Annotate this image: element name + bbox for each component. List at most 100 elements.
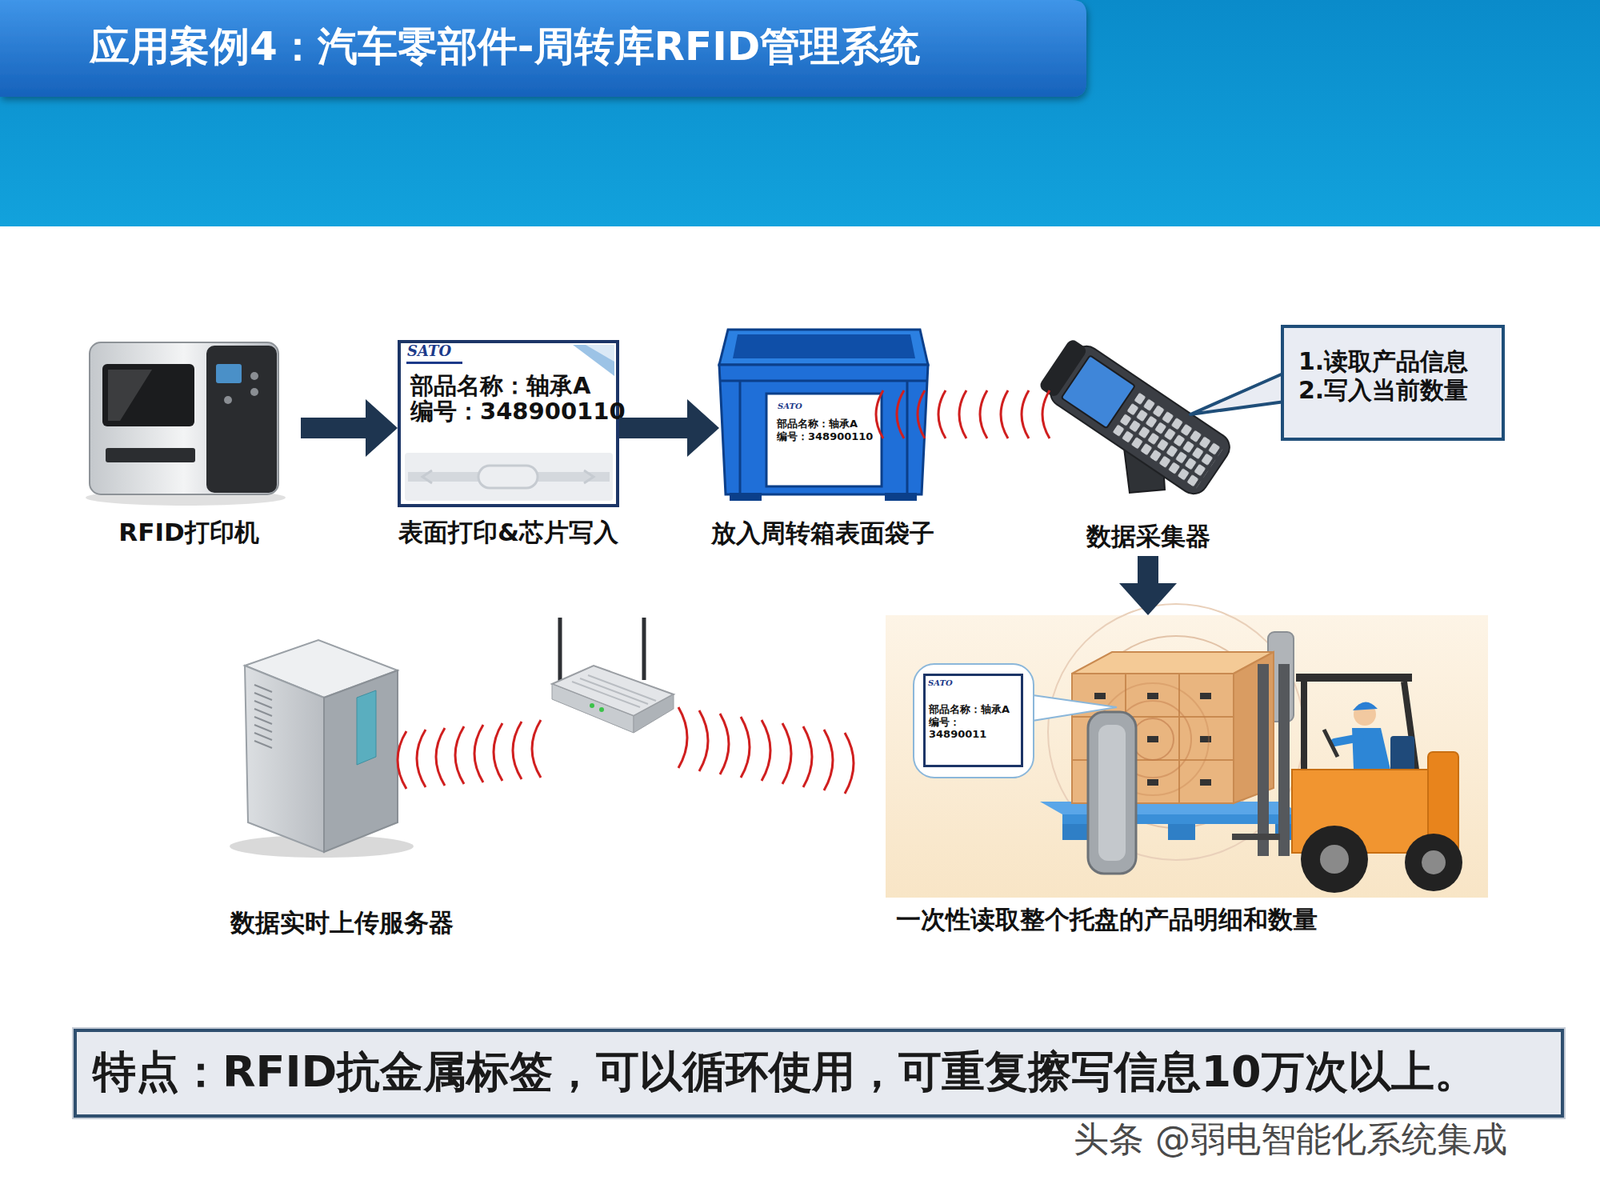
crate-ribs xyxy=(719,380,928,495)
node-caption: 数据实时上传服务器 xyxy=(221,908,462,938)
part-number: 34890011 xyxy=(928,728,1022,741)
crate-foot xyxy=(729,492,762,501)
scene-node: 一次性读取整个托盘的产品明细和数量部品名称：轴承A编号：34890011 xyxy=(885,615,1488,936)
printer-panel xyxy=(206,345,277,493)
server-display xyxy=(356,690,376,765)
server-tower xyxy=(229,640,414,858)
logo-bar xyxy=(406,361,463,364)
node-caption: 表面打印&芯片写入 xyxy=(365,517,652,548)
card-corner xyxy=(572,344,615,376)
wave-arcs xyxy=(397,720,541,789)
antenna xyxy=(558,617,563,682)
arrow-head xyxy=(687,399,720,457)
node-caption: 数据采集器 xyxy=(1048,521,1248,552)
wheel xyxy=(1404,833,1463,892)
callout-item: 1.读取产品信息 xyxy=(1298,347,1499,376)
label-card-node: 部品名称：轴承A编号：348900110表面打印&芯片写入 xyxy=(397,340,620,556)
forklift-mast xyxy=(1278,664,1290,856)
pallet-leg xyxy=(1062,824,1090,840)
wave-arcs xyxy=(876,390,1050,439)
flow-arrow xyxy=(1119,556,1177,616)
node-caption: RFID打印机 xyxy=(86,517,292,548)
rfid-label-card xyxy=(399,341,618,506)
wheel xyxy=(1300,825,1368,893)
router-vents xyxy=(572,675,656,708)
crate-interior xyxy=(732,334,916,359)
antenna xyxy=(642,617,647,680)
wireless-access-point xyxy=(552,617,674,733)
part-number: 编号：348900110 xyxy=(410,397,617,426)
wave-arcs xyxy=(678,707,854,794)
server-vents xyxy=(254,684,272,748)
read-ring xyxy=(1132,718,1174,760)
callout-item: 2.写入当前数量 xyxy=(1298,376,1499,405)
hub xyxy=(1320,844,1349,874)
arrow-head xyxy=(1119,583,1177,616)
printer-button xyxy=(224,396,232,404)
printer-reflection xyxy=(108,369,152,421)
printer-button xyxy=(250,388,259,396)
callout-tail xyxy=(1190,372,1285,415)
printer-node: RFID打印机 xyxy=(86,324,301,556)
printer-button xyxy=(250,372,259,380)
feature-text: 特点：RFID抗金属标签，可以循环使用，可重复擦写信息10万次以上。 xyxy=(92,1046,1541,1099)
inlay-marks xyxy=(422,470,594,484)
handheld-reader xyxy=(1036,334,1236,500)
server-side xyxy=(324,670,398,852)
pallet-label-node: 部品名称：轴承A编号：34890011 xyxy=(923,673,1024,768)
server-node: 数据实时上传服务器 xyxy=(244,637,399,938)
server-front xyxy=(244,665,324,852)
steering-wheel xyxy=(1324,729,1338,757)
pallet-leg xyxy=(1168,824,1196,840)
part-number: 编号： xyxy=(928,716,1022,729)
card-corner xyxy=(585,344,615,362)
router-led xyxy=(599,707,604,712)
flow-arrow xyxy=(619,399,720,457)
brand-logo: SATO xyxy=(777,401,803,411)
router-front xyxy=(552,684,634,733)
bubble-tail xyxy=(1027,694,1117,722)
radio-waves xyxy=(397,390,1050,794)
connector-group xyxy=(300,399,1177,616)
reader-gate xyxy=(1088,712,1136,874)
inlay-chip-loop xyxy=(478,465,538,488)
hub xyxy=(1421,850,1446,875)
part-name: 部品名称：轴承A xyxy=(410,372,615,400)
card-frame xyxy=(399,341,618,506)
crate-label-node: 部品名称：轴承A编号：348900110 xyxy=(772,400,876,480)
feature-box: 特点：RFID抗金属标签，可以循环使用，可重复擦写信息10万次以上。 xyxy=(73,1028,1564,1118)
crate-foot xyxy=(884,492,917,501)
seat xyxy=(1390,736,1415,772)
driver-arm xyxy=(1334,737,1360,743)
printer-slot xyxy=(105,448,196,463)
crate-rim xyxy=(719,329,928,365)
speech-bubble xyxy=(913,664,1034,778)
guard-post xyxy=(1300,681,1308,770)
collector-node: 数据采集器 xyxy=(1056,344,1240,556)
inlay-antenna xyxy=(408,472,610,482)
printer-body xyxy=(89,342,279,495)
brand-logo: SATO xyxy=(928,678,953,688)
arrow-shaft xyxy=(1137,556,1159,584)
forklift-scene xyxy=(885,604,1488,898)
watermark: 头条 @弱电智能化系统集成 xyxy=(1073,1120,1508,1159)
rfid-printer xyxy=(85,342,286,506)
brand-logo: SATO xyxy=(407,343,452,360)
scene-background xyxy=(885,615,1488,898)
arrow-shaft xyxy=(619,417,688,439)
flow-arrow xyxy=(300,399,398,457)
rfid-inlay xyxy=(404,452,613,501)
part-name: 部品名称：轴承A xyxy=(928,703,1022,716)
forklift-fork xyxy=(1232,833,1280,840)
arrow-shaft xyxy=(300,417,366,439)
printer-display xyxy=(216,364,242,384)
router-led xyxy=(589,703,595,708)
header-band xyxy=(0,0,1600,227)
slide-title: 应用案例4：汽车零部件-周转库RFID管理系统 xyxy=(89,22,920,71)
driver-cap xyxy=(1352,701,1378,711)
callout-box: 1.读取产品信息2.写入当前数量 xyxy=(1280,324,1505,441)
turnover-crate xyxy=(719,329,928,501)
